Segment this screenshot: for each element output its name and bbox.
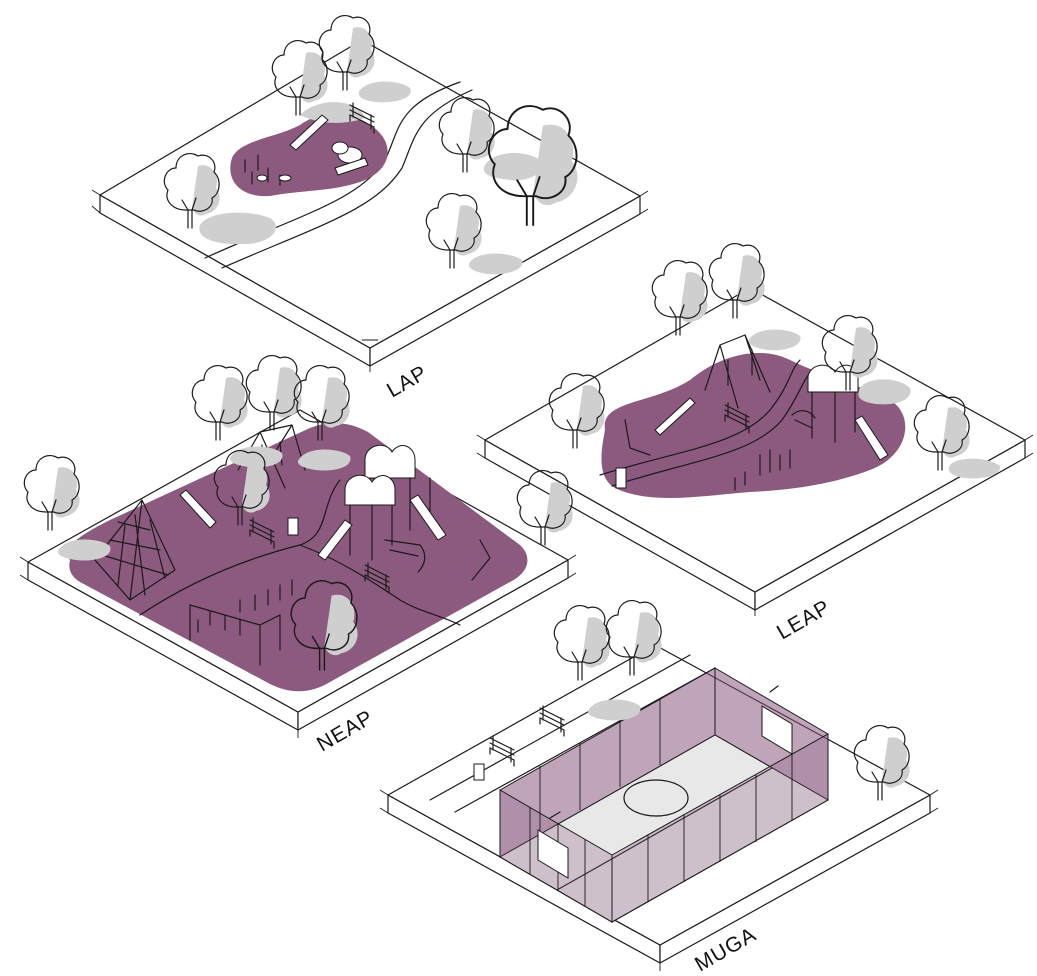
- neap-plate: [20, 356, 576, 738]
- bin-icon: [474, 764, 484, 780]
- tree-icon: [192, 366, 247, 440]
- neap-play-surface: [67, 423, 527, 691]
- lap-label: LAP: [383, 361, 431, 402]
- tree-icon: [24, 456, 79, 530]
- bin-icon: [616, 468, 626, 488]
- leap-label: LEAP: [773, 596, 834, 645]
- muga-plate: [380, 601, 938, 971]
- tree-icon: [554, 606, 609, 680]
- bin-icon: [288, 518, 298, 535]
- lap-plate: [92, 16, 648, 372]
